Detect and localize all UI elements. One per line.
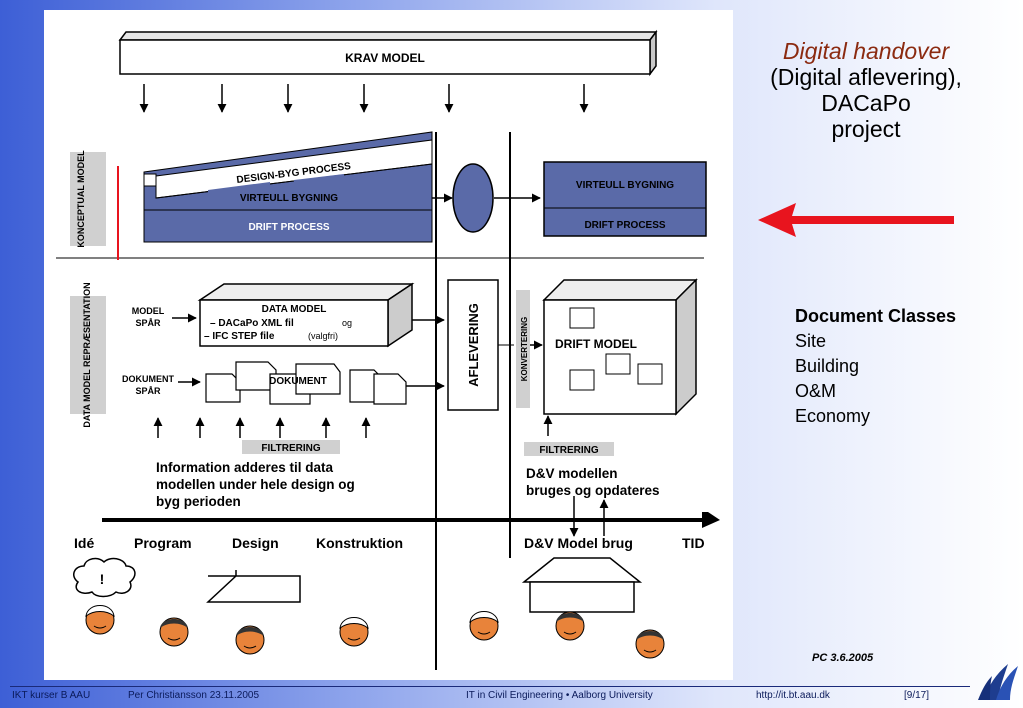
- right-conceptual-block: VIRTEULL BYGNING DRIFT PROCESS: [543, 161, 707, 237]
- dokument-spor-1: DOKUMENT: [122, 374, 174, 384]
- title-line-2: (Digital aflevering),: [770, 64, 962, 90]
- red-arrow-icon: [758, 203, 954, 237]
- timeline-program: Program: [134, 535, 192, 551]
- konvertering-box: KONVERTERING: [516, 290, 530, 408]
- slide-title: Digital handover (Digital aflevering), D…: [735, 38, 997, 142]
- drift-left-text: DRIFT PROCESS: [248, 222, 329, 233]
- timeline-konstruktion: Konstruktion: [316, 535, 403, 551]
- konvertering-label: KONVERTERING: [520, 317, 529, 381]
- handover-ellipse: [452, 163, 494, 233]
- data-model-line1-suffix: og: [342, 318, 352, 328]
- filtrering-right-label: FILTRERING: [539, 445, 598, 456]
- house-icon: [521, 557, 643, 613]
- data-model-box: DATA MODEL – DACaPo XML fil og – IFC STE…: [197, 282, 415, 348]
- title-line-3: DACaPo: [821, 90, 911, 116]
- aflevering-label: AFLEVERING: [466, 303, 481, 387]
- krav-model-label: KRAV MODEL: [345, 51, 425, 65]
- konceptual-model-label-box: KONCEPTUAL MODEL: [70, 150, 106, 248]
- data-model-line1: – DACaPo XML fil: [210, 318, 294, 329]
- info-text-2: modellen under hele design og: [156, 477, 355, 492]
- info-text-3: byg perioden: [156, 494, 241, 509]
- drift-model-label: DRIFT MODEL: [555, 337, 637, 351]
- footer-course: IKT kurser B AAU: [12, 690, 91, 701]
- dv-text-1: D&V modellen: [526, 466, 618, 481]
- virtuell-right-label: VIRTEULL BYGNING: [576, 180, 674, 191]
- krav-model-box: KRAV MODEL: [118, 29, 658, 77]
- footer: IKT kurser B AAU Per Christiansson 23.11…: [0, 682, 1023, 708]
- filter-arrows-left: [153, 417, 371, 438]
- drift-right-label: DRIFT PROCESS: [584, 220, 665, 231]
- data-model-title: DATA MODEL: [262, 304, 327, 315]
- design-byg-block: DESIGN-BYG PROCESS VIRTEULL BYGNING DRIF…: [143, 131, 433, 243]
- face-icon: [469, 611, 499, 641]
- document-class-item: Economy: [795, 406, 871, 426]
- dokument-label: DOKUMENT: [269, 376, 327, 387]
- title-line-4: project: [831, 116, 901, 142]
- face-icon: [235, 625, 265, 655]
- filtrering-right-box: [524, 442, 614, 456]
- document-classes: Document Classes Site Building O&M Econo…: [795, 304, 956, 429]
- timeline-ide: Idé: [74, 535, 94, 551]
- face-icon: [635, 629, 665, 659]
- virtuell-left-label: VIRTEULL BYGNING: [240, 193, 338, 204]
- timeline-tid: TID: [682, 535, 705, 551]
- info-text-1: Information adderes til data: [156, 460, 334, 475]
- requirement-arrows: [139, 84, 589, 113]
- data-model-line2-suffix: (valgfri): [308, 331, 338, 341]
- person-icons: [85, 605, 665, 659]
- filtrering-left-box: [242, 440, 340, 454]
- aflevering-box: AFLEVERING: [447, 279, 499, 411]
- timeline-design: Design: [232, 535, 279, 551]
- dv-text-2: bruges og opdateres: [526, 483, 660, 498]
- dokument-spor-2: SPÅR: [135, 386, 161, 396]
- university-logo-icon: [978, 664, 1018, 700]
- design-sketch-icon: [206, 570, 301, 603]
- document-class-item: O&M: [795, 381, 837, 401]
- timeline-dv: D&V Model brug: [524, 535, 633, 551]
- document-class-item: Site: [795, 331, 827, 351]
- face-icon: [555, 611, 585, 641]
- data-model-label-box: DATA MODEL REPRÆSENTATION: [70, 282, 106, 428]
- footer-author: Per Christiansson 23.11.2005: [128, 690, 260, 701]
- drift-model-box: DRIFT MODEL: [542, 278, 698, 416]
- pc-date: PC 3.6.2005: [812, 652, 874, 664]
- dacapo-diagram: KRAV MODEL KONCEPTUAL MODEL DESIGN-BYG P…: [44, 10, 733, 680]
- face-icon: [85, 605, 115, 635]
- document-classes-heading: Document Classes: [795, 306, 957, 326]
- face-icon: [339, 617, 369, 647]
- document-class-item: Building: [795, 356, 860, 376]
- footer-page: [9/17]: [904, 690, 930, 701]
- document-sheets: [205, 361, 407, 405]
- title-line-1: Digital handover: [782, 38, 950, 64]
- model-spor-2: SPÅR: [135, 318, 161, 328]
- model-spor-1: MODEL: [132, 306, 165, 316]
- konceptual-label-line: KONCEPTUAL MODEL: [76, 150, 86, 248]
- cloud-mark: !: [100, 571, 105, 587]
- filtrering-left-label: FILTRERING: [261, 443, 320, 454]
- idea-cloud-icon: !: [73, 557, 136, 598]
- data-model-label: DATA MODEL REPRÆSENTATION: [82, 282, 92, 427]
- data-model-line2: – IFC STEP file: [204, 331, 275, 342]
- footer-url[interactable]: http://it.bt.aau.dk: [756, 690, 830, 701]
- footer-institution: IT in Civil Engineering • Aalborg Univer…: [466, 690, 653, 701]
- face-icon: [159, 617, 189, 647]
